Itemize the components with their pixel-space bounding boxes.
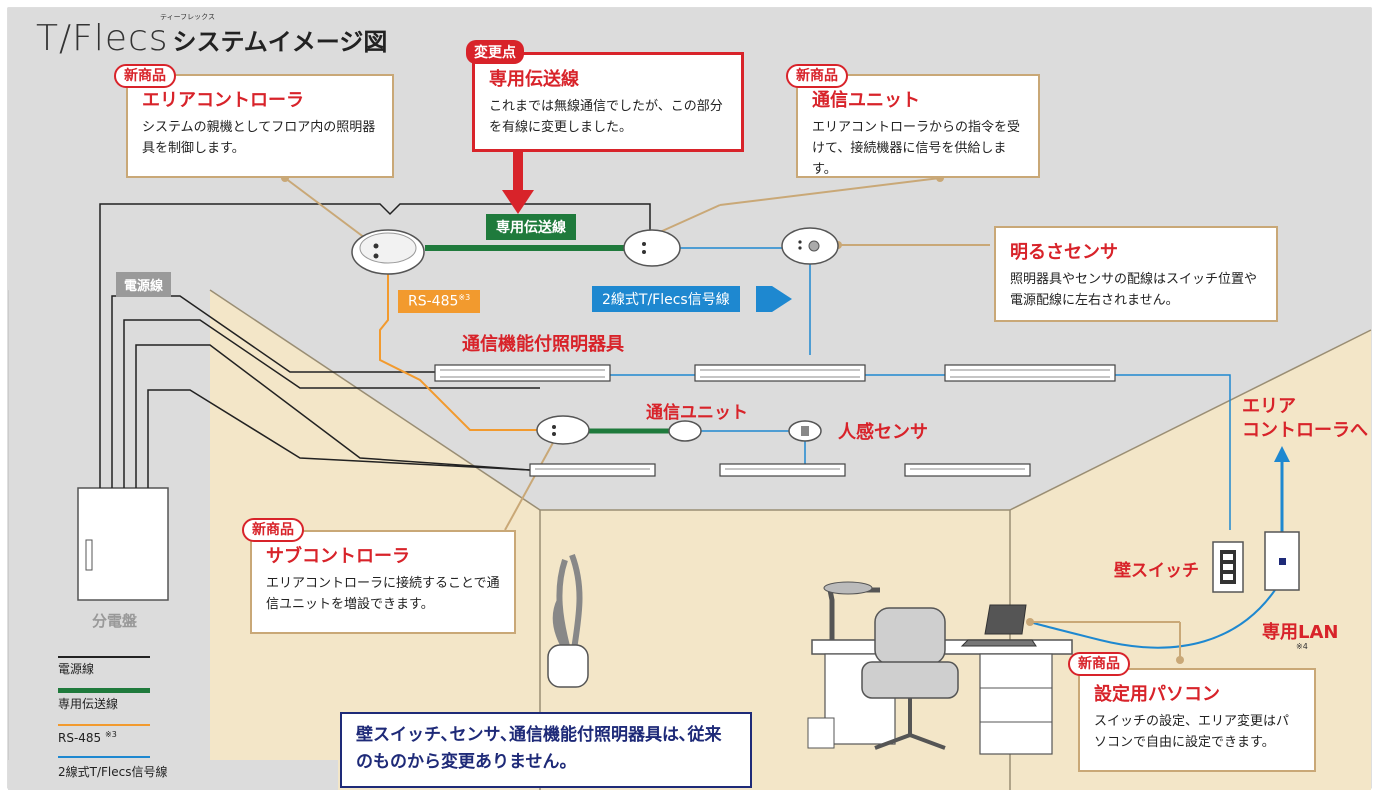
new-product-badge: 新商品 [1068,652,1130,676]
comm-unit-label: 通信ユニット [646,403,748,423]
callout-body: システムの親機としてフロア内の照明器具を制御します。 [142,120,376,156]
brand-ruby: ティーフレックス [160,13,215,21]
transmission-line-tag: 専用伝送線 [486,214,576,240]
brand-name: T/Flecs [36,18,169,59]
callout-brightness-sensor: 明るさセンサ 照明器具やセンサの配線はスイッチ位置や電源配線に左右されません。 [994,226,1278,322]
legend-signal-label: 2線式T/Flecs信号線 [58,765,168,779]
callout-heading: サブコントローラ [266,546,410,567]
legend-signal-swatch [58,756,150,758]
to-area-controller-label-1: エリア [1242,396,1296,417]
new-product-badge: 新商品 [786,64,848,88]
motion-sensor-label: 人感センサ [838,422,928,443]
rs485-footnote: ※3 [458,293,471,302]
panel-label: 分電盤 [92,612,138,630]
callout-heading: 明るさセンサ [1010,242,1118,263]
callout-body: エリアコントローラに接続することで通信ユニットを増設できます。 [266,576,500,612]
legend-rs485-label: RS-485 ※3 [58,730,117,745]
rs485-label: RS-485 [408,293,459,310]
to-area-controller-label-2: コントローラへ [1242,420,1368,441]
down-arrow-icon [502,150,534,214]
lan-label: 専用LAN [1262,622,1339,643]
legend-power-swatch [58,656,150,658]
callout-body: スイッチの設定、エリア変更はパソコンで自由に設定できます。 [1094,714,1290,750]
legend-transmission-label: 専用伝送線 [58,697,119,711]
callout-heading: 通信ユニット [812,90,920,111]
callout-body: 照明器具やセンサの配線はスイッチ位置や電源配線に左右されません。 [1010,272,1258,308]
legend-transmission-swatch [58,688,150,693]
rs485-tag: RS-485※3 [398,290,481,313]
legend-rs485-text: RS-485 [58,731,102,745]
wall-switch-label: 壁スイッチ [1114,561,1199,581]
unchanged-note: 壁スイッチ､センサ､通信機能付照明器具は､従来のものから変更ありません。 [340,712,752,788]
callout-heading: エリアコントローラ [142,90,304,111]
callout-heading: 専用伝送線 [489,69,579,90]
lan-footnote: ※4 [1296,642,1308,651]
power-line-tag: 電源線 [116,272,172,297]
callout-body: エリアコントローラからの指令を受けて、接続機器に信号を供給します。 [812,120,1021,177]
callout-transmission-change: 専用伝送線 これまでは無線通信でしたが、この部分を有線に変更しました。 [472,52,744,152]
change-badge: 変更点 [466,40,524,64]
callout-sub-controller: サブコントローラ エリアコントローラに接続することで通信ユニットを増設できます。 [250,530,516,634]
title-suffix: システムイメージ図 [172,28,388,56]
lighting-label: 通信機能付照明器具 [462,334,624,355]
callout-body: これまでは無線通信でしたが、この部分を有線に変更しました。 [489,99,723,135]
signal-arrow-icon [756,286,792,312]
legend-rs485-footnote: ※3 [105,730,117,739]
callout-comm-unit: 通信ユニット エリアコントローラからの指令を受けて、接続機器に信号を供給します。 [796,74,1040,178]
new-product-badge: 新商品 [114,64,176,88]
callout-area-controller: エリアコントローラ システムの親機としてフロア内の照明器具を制御します。 [126,74,394,178]
legend-rs485-swatch [58,724,150,726]
callout-setup-pc: 設定用パソコン スイッチの設定、エリア変更はパソコンで自由に設定できます。 [1078,668,1316,772]
new-product-badge: 新商品 [242,518,304,542]
legend-power-label: 電源線 [58,662,95,676]
signal-line-tag: 2線式T/Flecs信号線 [592,286,740,312]
callout-heading: 設定用パソコン [1094,684,1220,705]
page-title: T/Flecs ティーフレックス システムイメージ図 [36,13,388,59]
